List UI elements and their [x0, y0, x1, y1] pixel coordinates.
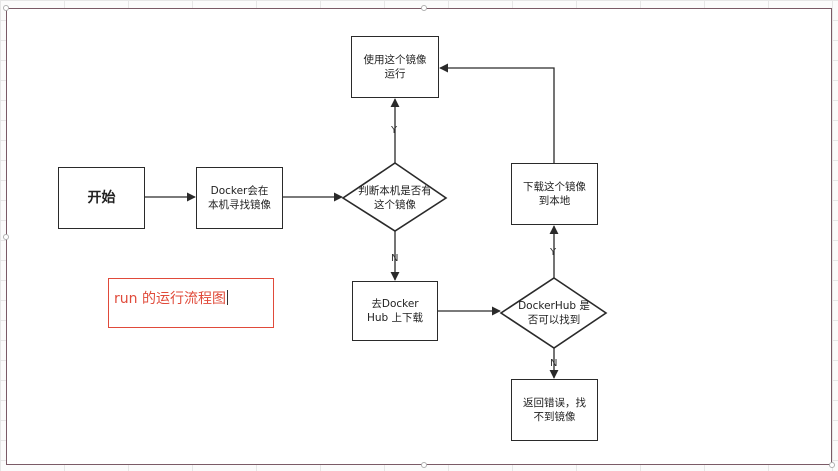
go-dockerhub-node[interactable]: 去Docker Hub 上下载 [352, 281, 438, 341]
edge-label-hub-yes: Y [550, 247, 557, 258]
text-cursor [226, 290, 228, 305]
check-local-label: 判断本机是否有 这个镜像 [358, 185, 432, 211]
resize-handle-bottom-right[interactable] [829, 462, 835, 468]
use-image-node[interactable]: 使用这个镜像 运行 [351, 36, 439, 98]
download-label: 下载这个镜像 到本地 [523, 181, 586, 207]
resize-handle-middle-left[interactable] [3, 234, 9, 240]
caption-text: run 的运行流程图 [114, 291, 226, 307]
check-local-text: 判断本机是否有 这个镜像 [343, 182, 447, 214]
go-dockerhub-label: 去Docker Hub 上下载 [366, 298, 424, 324]
start-node[interactable]: 开始 [58, 167, 145, 229]
download-node[interactable]: 下载这个镜像 到本地 [511, 163, 598, 225]
start-node-label: 开始 [87, 190, 116, 206]
docker-search-node[interactable]: Docker会在 本机寻找镜像 [196, 167, 283, 229]
docker-search-label: Docker会在 本机寻找镜像 [208, 185, 271, 211]
connector-download-to-use[interactable] [439, 63, 555, 163]
caption-textbox[interactable]: run 的运行流程图 [108, 278, 274, 328]
hub-found-text: DockerHub 是 否可以找到 [501, 297, 607, 329]
use-image-label: 使用这个镜像 运行 [363, 54, 427, 80]
return-error-label: 返回错误，找 不到镜像 [523, 397, 586, 423]
edge-label-local-no: N [391, 253, 399, 264]
return-error-node[interactable]: 返回错误，找 不到镜像 [511, 379, 598, 441]
resize-handle-bottom-center[interactable] [421, 462, 427, 468]
edge-label-local-yes: Y [391, 125, 398, 136]
resize-handle-top-left[interactable] [3, 5, 9, 11]
resize-handle-top-center[interactable] [421, 5, 427, 11]
hub-found-label: DockerHub 是 否可以找到 [518, 300, 590, 326]
edge-label-hub-no: N [550, 358, 558, 369]
